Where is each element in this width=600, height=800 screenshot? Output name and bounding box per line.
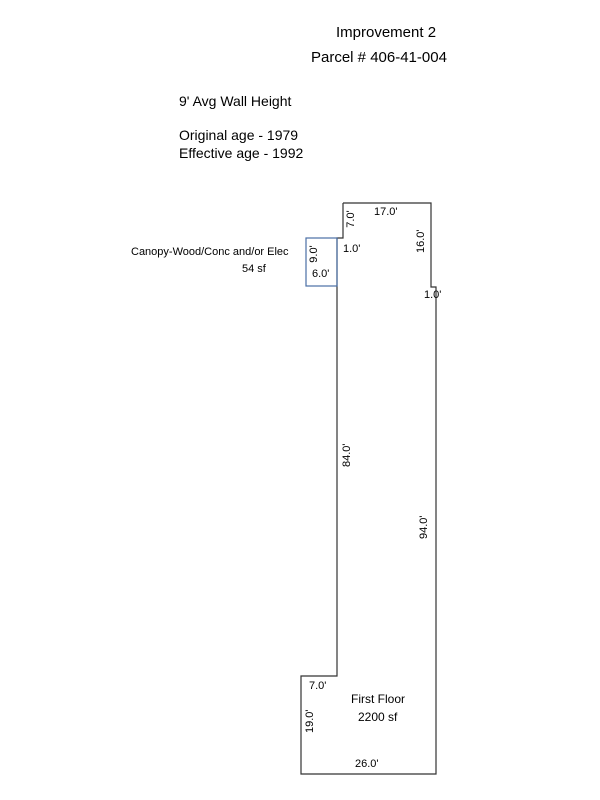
canopy-dim-height: 9.0' xyxy=(308,245,320,263)
dim-left-long: 84.0' xyxy=(341,443,353,467)
dim-right-upper: 16.0' xyxy=(415,229,427,253)
canopy-area: 54 sf xyxy=(242,263,266,275)
first-floor-area: 2200 sf xyxy=(358,710,398,724)
dim-bottom-step: 7.0' xyxy=(309,680,327,692)
dim-top-left-vertical: 7.0' xyxy=(345,210,357,228)
original-age: Original age - 1979 xyxy=(179,127,299,143)
canopy-dim-width: 6.0' xyxy=(312,268,330,280)
parcel-number: Parcel # 406-41-004 xyxy=(311,49,447,66)
dim-step-left: 1.0' xyxy=(343,243,361,255)
canopy-outline xyxy=(305,237,338,287)
dim-step-right: 1.0' xyxy=(424,289,442,301)
effective-age: Effective age - 1992 xyxy=(179,145,304,161)
first-floor-label: First Floor xyxy=(351,692,405,706)
dim-bottom-left: 19.0' xyxy=(304,709,316,733)
dim-right-long: 94.0' xyxy=(418,515,430,539)
canopy-label: Canopy-Wood/Conc and/or Elec xyxy=(131,246,289,258)
wall-height: 9' Avg Wall Height xyxy=(179,93,292,109)
first-floor-outline xyxy=(300,202,437,775)
improvement-title: Improvement 2 xyxy=(336,24,437,41)
dim-bottom: 26.0' xyxy=(355,758,379,770)
dim-top: 17.0' xyxy=(374,206,398,218)
